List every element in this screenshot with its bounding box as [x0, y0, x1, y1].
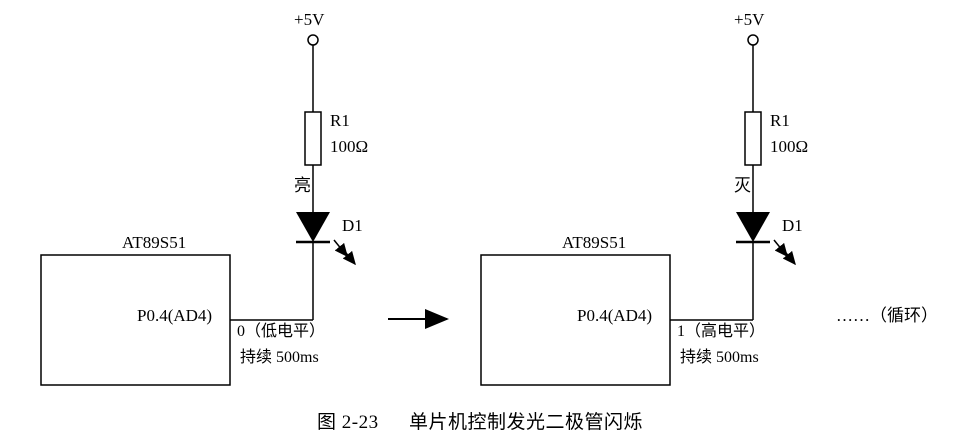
- mcu-box: [40, 254, 231, 386]
- loop-label: ……（循环）: [836, 306, 938, 325]
- led-state-label: 灭: [734, 176, 751, 195]
- left-circuit: [40, 34, 356, 386]
- right-circuit: [480, 34, 796, 386]
- chip-name-label: AT89S51: [562, 233, 627, 252]
- led-light-arrow-icon: [781, 247, 796, 266]
- resistor-symbol: [744, 111, 762, 166]
- chip-name-label: AT89S51: [122, 233, 187, 252]
- led-name-label: D1: [782, 216, 803, 235]
- power-label: +5V: [294, 10, 325, 29]
- led-state-label: 亮: [294, 176, 311, 195]
- resistor-name-label: R1: [770, 111, 790, 130]
- led-anode-triangle: [736, 212, 770, 242]
- led-name-label: D1: [342, 216, 363, 235]
- level-label: 1（高电平）: [677, 323, 766, 340]
- pin-label: P0.4(AD4): [137, 306, 213, 325]
- resistor-value-label: 100Ω: [330, 137, 369, 156]
- pin-label: P0.4(AD4): [577, 306, 653, 325]
- figure-title: 单片机控制发光二极管闪烁: [408, 412, 643, 433]
- power-label: +5V: [734, 10, 765, 29]
- led-light-arrow-icon: [333, 239, 348, 258]
- led-light-arrow-icon: [773, 239, 788, 258]
- mcu-box: [480, 254, 671, 386]
- resistor-symbol: [304, 111, 322, 166]
- led-anode-triangle: [296, 212, 330, 242]
- resistor-value-label: 100Ω: [770, 137, 809, 156]
- led-light-arrow-icon: [341, 247, 356, 266]
- figure-number: 图 2-23: [317, 412, 379, 433]
- power-terminal-icon: [747, 34, 759, 46]
- figure-caption: 图 2-23 单片机控制发光二极管闪烁: [0, 407, 960, 434]
- level-label: 0（低电平）: [237, 323, 326, 340]
- duration-label: 持续 500ms: [240, 349, 319, 366]
- duration-label: 持续 500ms: [680, 349, 759, 366]
- power-terminal-icon: [307, 34, 319, 46]
- resistor-name-label: R1: [330, 111, 350, 130]
